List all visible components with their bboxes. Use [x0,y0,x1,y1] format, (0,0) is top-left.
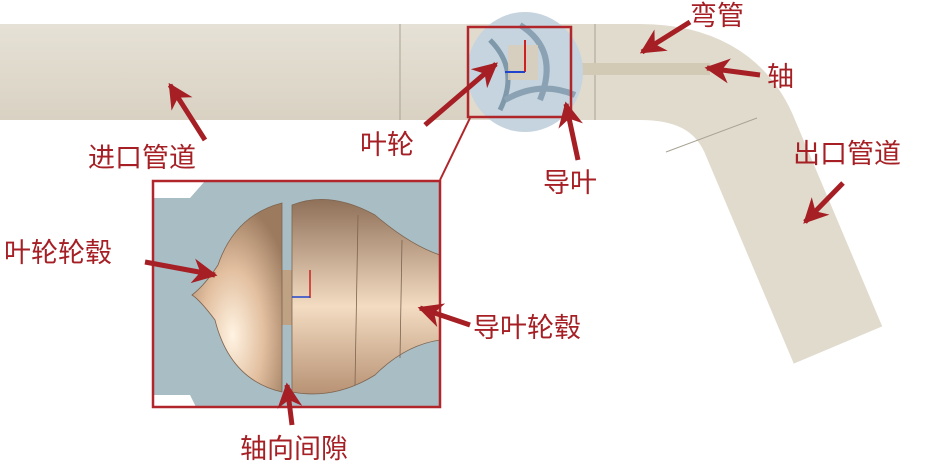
arrow-guide-vane [558,101,583,161]
arrow-bend [639,19,692,55]
label-impeller-hub: 叶轮轮毂 [4,238,112,269]
impeller-assembly [466,12,583,132]
arrow-outlet [803,181,845,224]
label-axial-gap: 轴向间隙 [240,434,348,465]
arrow-impeller-hub [144,258,218,284]
label-outlet-pipe: 出口管道 [793,139,901,170]
label-guide-vane: 导叶 [543,168,597,199]
arrow-impeller [423,62,498,127]
arrow-inlet [167,82,208,142]
arrow-guide-vane-hub [417,303,471,328]
annotation-arrows [144,19,845,426]
label-bend: 弯管 [690,1,744,32]
impeller-hub [191,202,283,393]
arrow-axial-gap [277,382,303,426]
shaft [580,63,710,75]
label-impeller: 叶轮 [360,130,414,161]
arrow-shaft [704,58,761,84]
label-inlet-pipe: 进口管道 [88,143,196,174]
label-guide-vane-hub: 导叶轮毂 [473,313,581,344]
label-shaft: 轴 [767,62,794,93]
hub-detail-inset [151,179,442,409]
impeller-highlight-box [466,25,573,119]
inlet-pipe [0,24,470,120]
